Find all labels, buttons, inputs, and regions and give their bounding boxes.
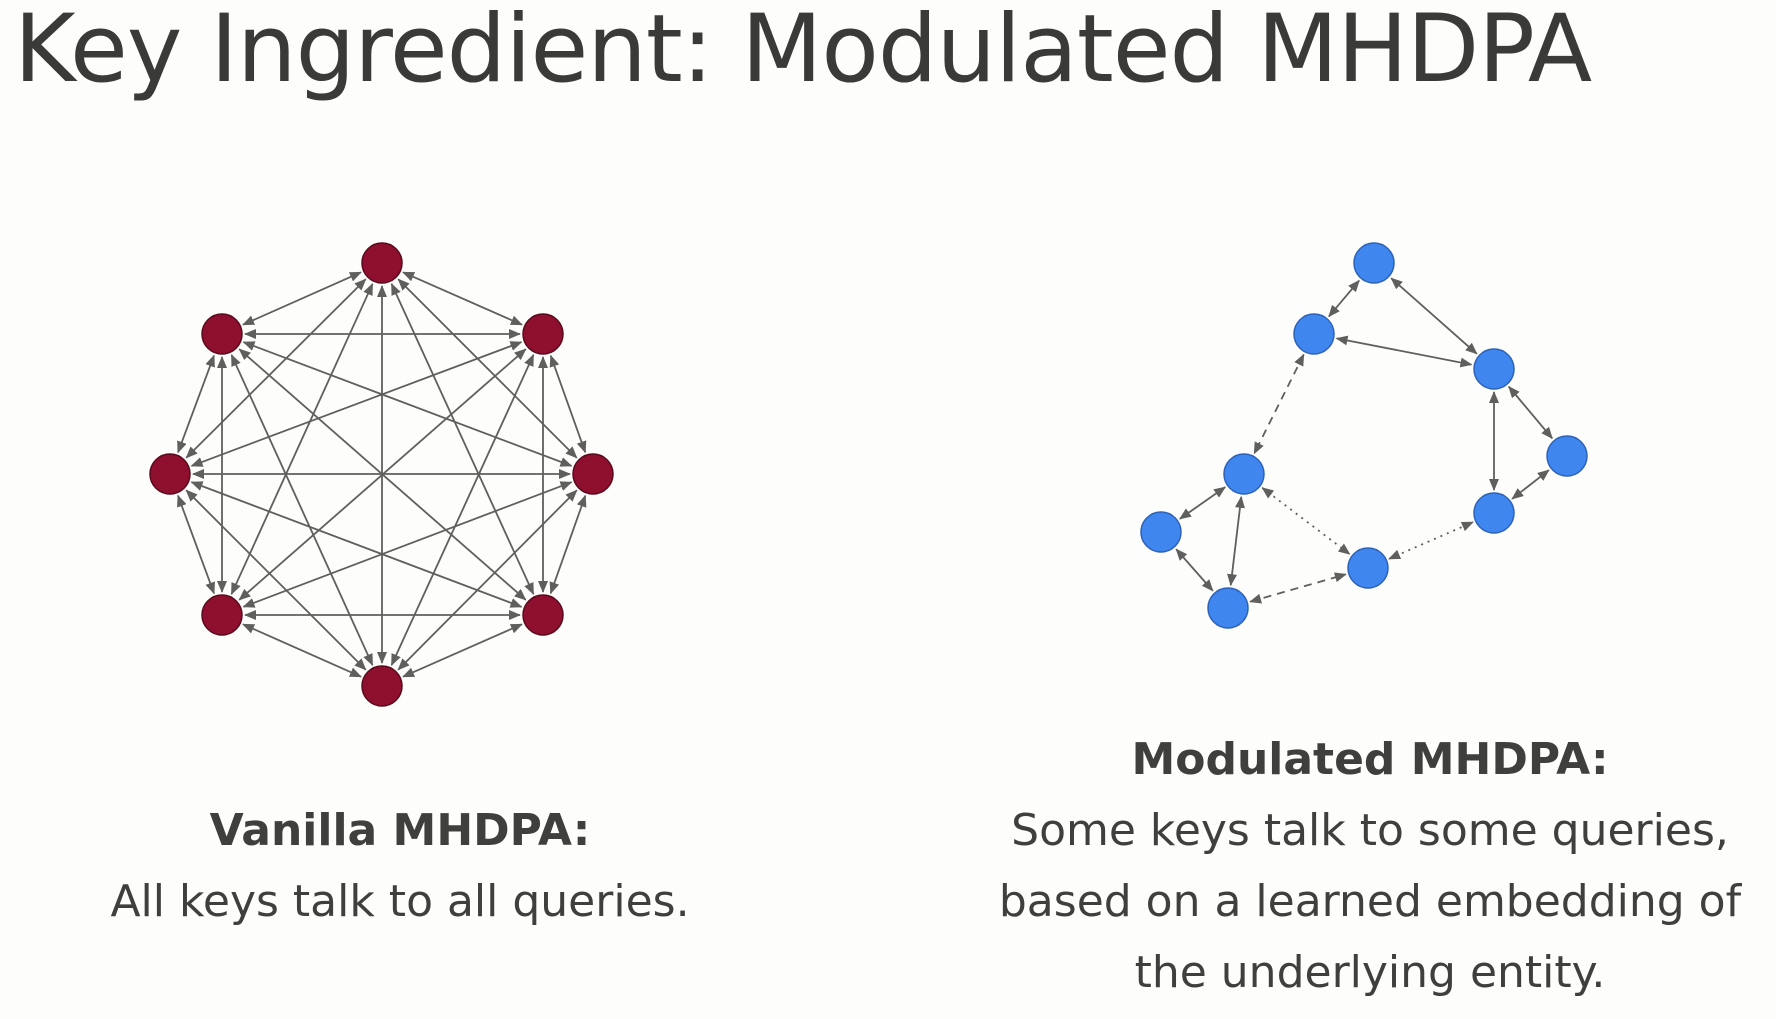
slide-title: Key Ingredient: Modulated MHDPA (14, 0, 1592, 104)
vanilla-caption-title: Vanilla MHDPA: (209, 805, 591, 856)
modulated-node (1347, 547, 1389, 589)
vanilla-edge (185, 278, 367, 459)
vanilla-edge (397, 489, 578, 671)
vanilla-nodes (149, 242, 614, 707)
modulated-edge (1335, 335, 1473, 368)
modulated-caption: Modulated MHDPA: Some keys talk to some … (955, 724, 1776, 1008)
vanilla-node (522, 313, 564, 355)
modulated-edges (1175, 277, 1553, 604)
vanilla-node (522, 594, 564, 636)
vanilla-edge (230, 283, 374, 595)
vanilla-edge (397, 278, 578, 459)
modulated-node (1223, 453, 1265, 495)
vanilla-node (201, 313, 243, 355)
vanilla-edge (177, 494, 215, 595)
modulated-node (1473, 492, 1515, 534)
modulated-node (1473, 348, 1515, 390)
modulated-node (1353, 242, 1395, 284)
modulated-edge (1511, 469, 1550, 500)
modulated-node (1293, 313, 1335, 355)
modulated-edge (1253, 353, 1305, 455)
vanilla-edge (177, 354, 215, 454)
vanilla-edge (242, 623, 362, 678)
vanilla-node (149, 453, 191, 495)
vanilla-attention-graph (149, 242, 614, 707)
modulated-caption-line: the underlying entity. (1134, 947, 1606, 998)
vanilla-edge (390, 354, 535, 666)
modulated-edge (1328, 279, 1360, 318)
vanilla-edge (390, 283, 535, 595)
vanilla-caption: Vanilla MHDPA: All keys talk to all quer… (55, 795, 745, 937)
modulated-caption-line: based on a learned embedding of (998, 876, 1742, 927)
modulated-caption-line: Some keys talk to some queries, (1011, 805, 1729, 856)
vanilla-node (201, 594, 243, 636)
modulated-node (1207, 587, 1249, 629)
vanilla-edge (185, 489, 367, 671)
modulated-edge (1175, 548, 1214, 592)
vanilla-node (361, 242, 403, 284)
modulated-nodes (1140, 242, 1588, 629)
vanilla-caption-line: All keys talk to all queries. (110, 876, 690, 927)
modulated-edge (1179, 486, 1226, 520)
modulated-edge (1249, 572, 1347, 604)
modulated-node (1140, 511, 1182, 553)
modulated-edge (1261, 487, 1351, 555)
vanilla-edge (402, 623, 523, 678)
modulated-edge (1388, 521, 1474, 560)
vanilla-edge (230, 354, 374, 666)
modulated-caption-title: Modulated MHDPA: (1131, 734, 1609, 785)
vanilla-edge (242, 271, 362, 326)
modulated-edge (1227, 495, 1245, 587)
modulated-attention-graph (1140, 242, 1588, 629)
vanilla-node (572, 453, 614, 495)
vanilla-edges (177, 271, 587, 678)
vanilla-edge (402, 271, 523, 326)
vanilla-node (361, 665, 403, 707)
modulated-edge (1390, 277, 1478, 355)
modulated-node (1546, 435, 1588, 477)
modulated-edge (1508, 385, 1553, 440)
